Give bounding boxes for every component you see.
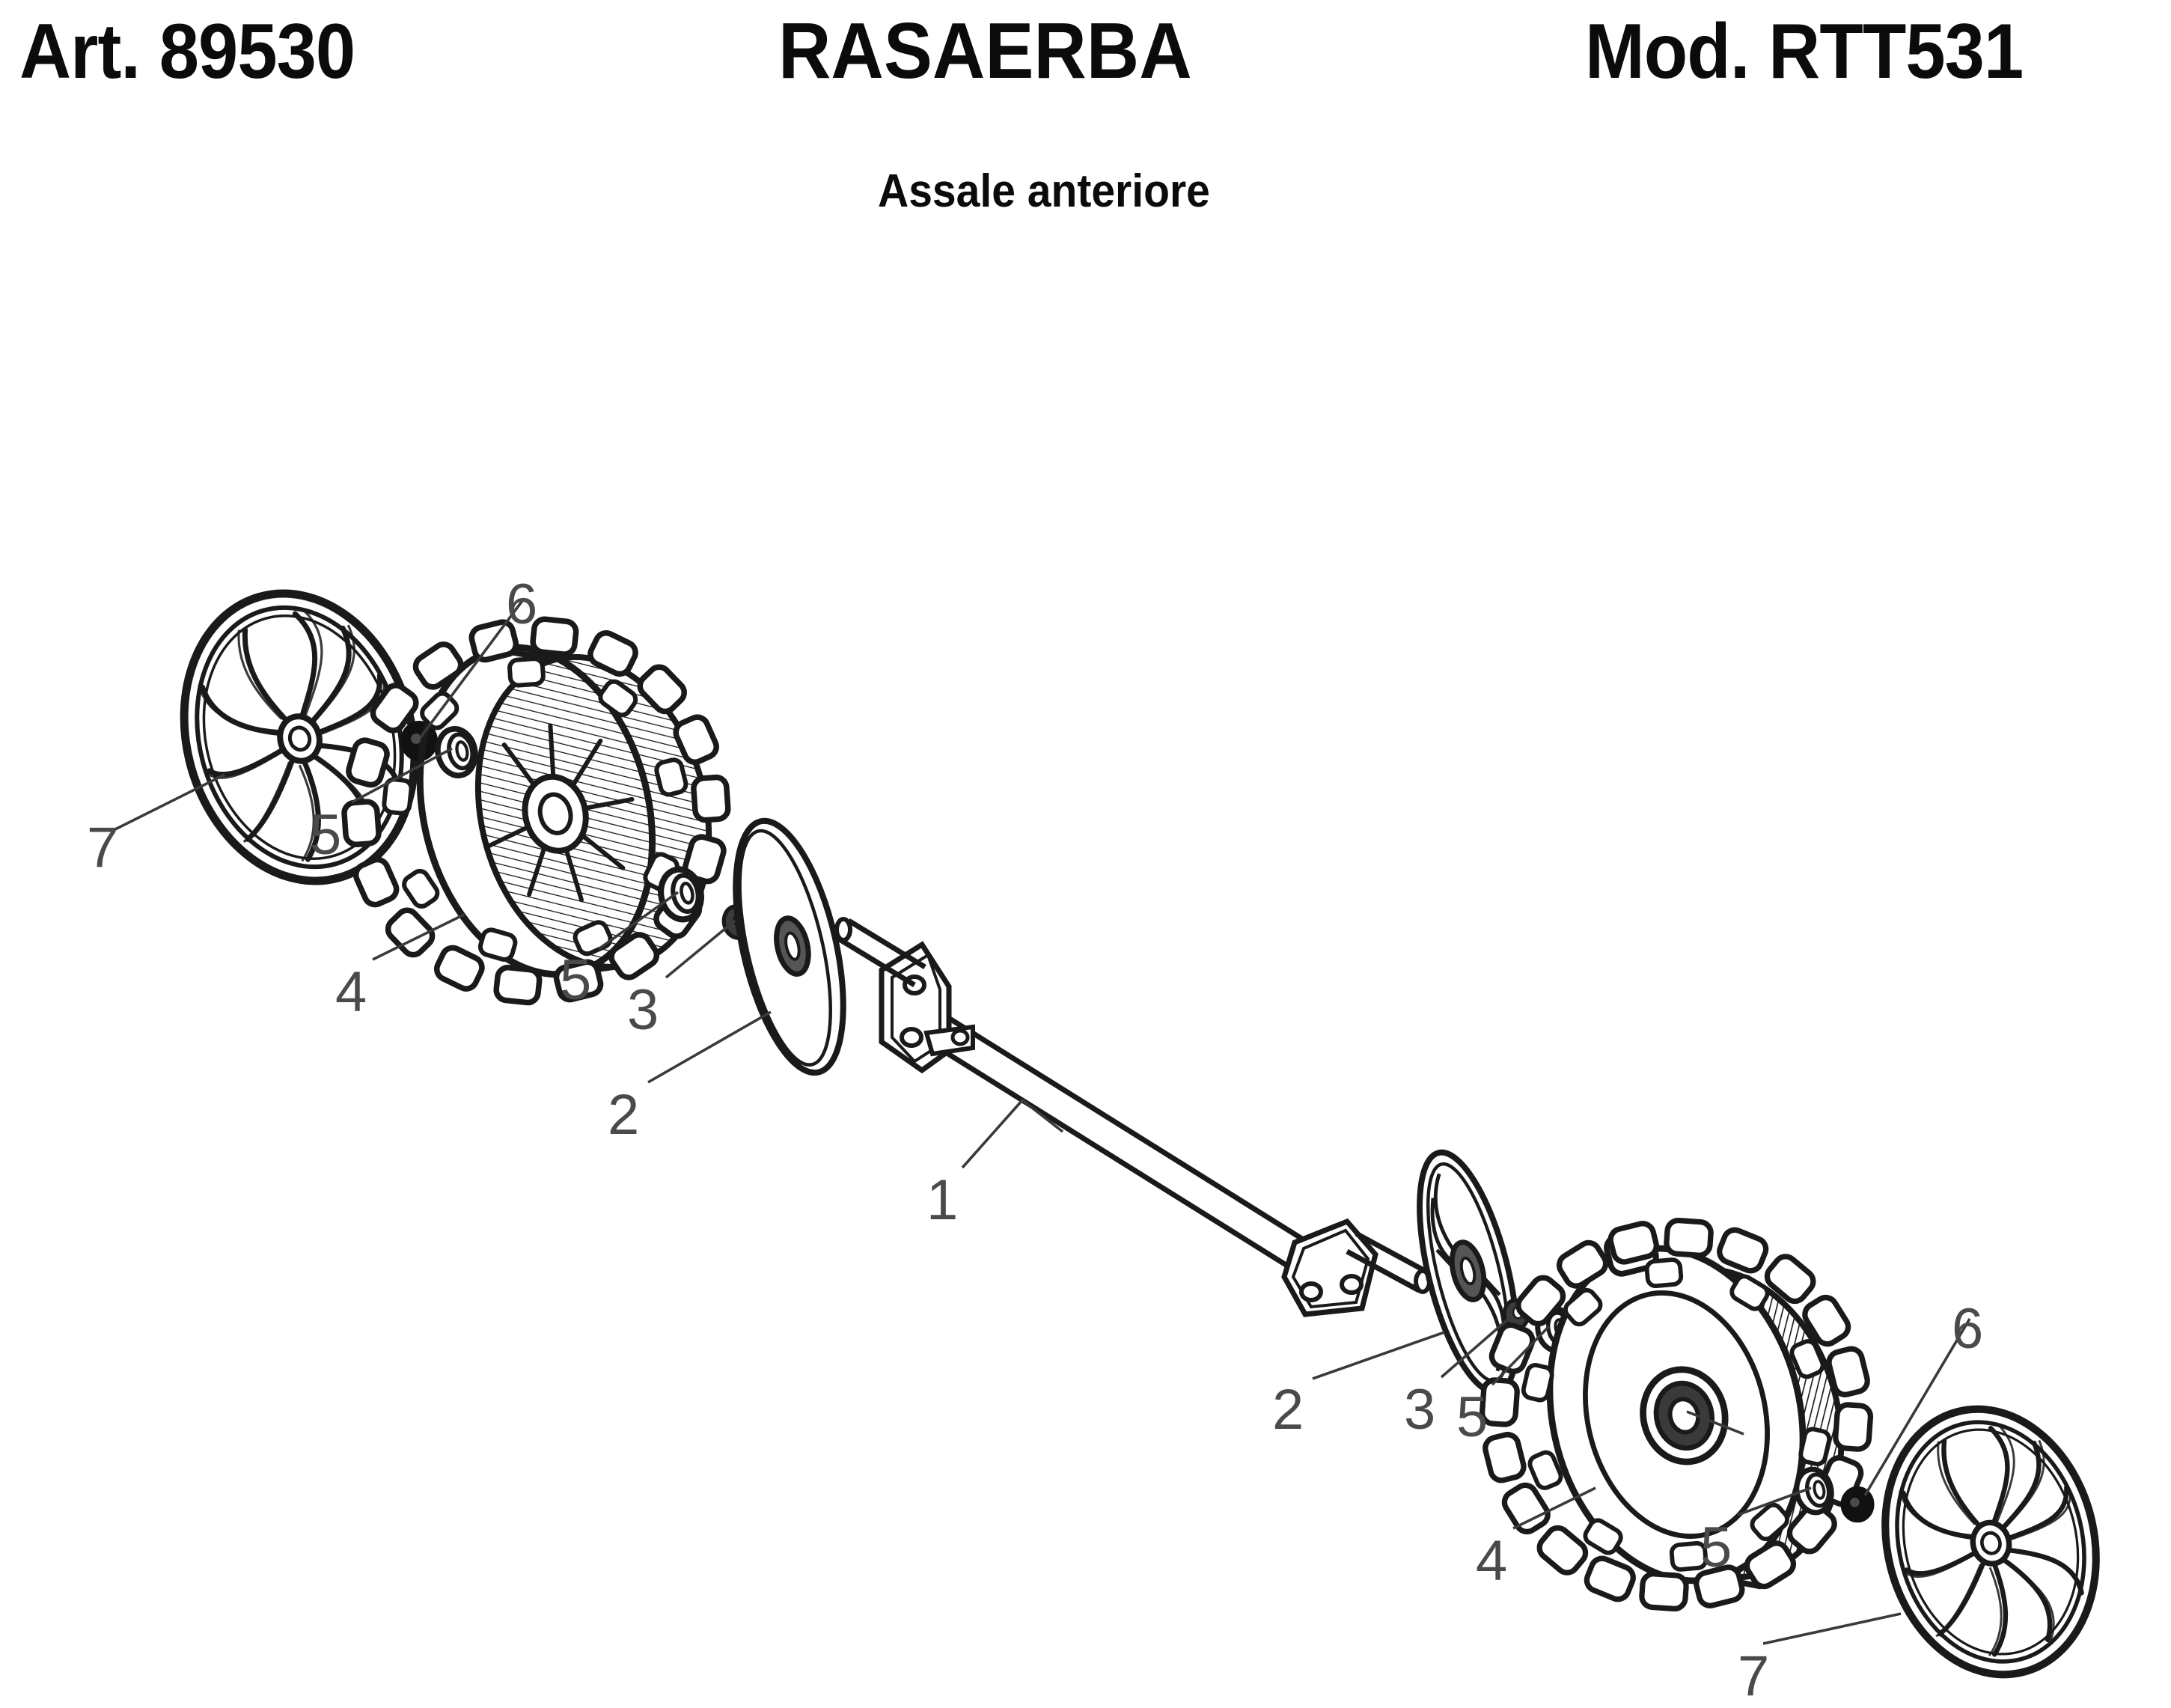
model-number: Mod. RTT531 — [1585, 8, 2024, 95]
callout-7-hubcap-left: 7 — [87, 816, 119, 879]
leader-hub-right — [1686, 1410, 1744, 1436]
callout-5-bushing-right-inner: 5 — [1456, 1385, 1488, 1449]
product-title: RASAERBA — [778, 7, 1192, 95]
callout-2-wheel-plate-right: 2 — [1272, 1378, 1304, 1442]
leader-5-right-outer — [1737, 1486, 1812, 1516]
leader-6-right — [1863, 1318, 1971, 1496]
left-wheel-assembly — [151, 566, 864, 1082]
leader-7-left — [112, 773, 225, 832]
callout-3-pin-right: 3 — [1404, 1378, 1436, 1442]
leader-6-left — [419, 597, 525, 739]
leader-2-right — [1312, 1331, 1445, 1380]
leader-5-right-inner — [1491, 1325, 1551, 1386]
wheel-plate-left-shape — [715, 811, 864, 1082]
leader-3-left — [665, 919, 736, 979]
callout-6-hub-cap-screw-right: 6 — [1952, 1297, 1984, 1361]
tire-right-shape — [1441, 1180, 1911, 1650]
callout-5-bushing-left-outer: 5 — [310, 803, 342, 867]
leader-5-left-outer — [351, 747, 453, 804]
leader-5-left-inner — [597, 891, 680, 951]
leader-2-left — [647, 1010, 772, 1084]
callout-1-front-axle: 1 — [926, 1168, 959, 1232]
article-number: Art. 89530 — [19, 8, 355, 95]
leader-3-right — [1440, 1316, 1512, 1379]
assembly-subtitle: Assale anteriore — [878, 165, 1210, 217]
front-axle-part — [834, 917, 1432, 1317]
callout-4-tire-left: 4 — [335, 960, 367, 1024]
leader-1-axle — [961, 1098, 1064, 1169]
callout-7-hubcap-right: 7 — [1738, 1644, 1770, 1708]
callout-4-tire-right: 4 — [1476, 1529, 1508, 1593]
callout-3-pin-left: 3 — [627, 978, 659, 1042]
right-wheel-assembly — [1400, 1143, 2123, 1697]
leader-4-right — [1512, 1486, 1596, 1530]
callout-5-bushing-right-outer: 5 — [1700, 1516, 1732, 1579]
diagram-header: Art. 89530 RASAERBA Mod. RTT531 Assale a… — [0, 0, 2171, 247]
callout-6-hub-cap-screw-left: 6 — [506, 573, 538, 636]
hubcap-right-shape — [1858, 1387, 2124, 1698]
leader-4-left — [372, 913, 465, 961]
leader-7-right — [1762, 1612, 1902, 1645]
leader-lines — [112, 597, 1971, 1645]
callout-2-wheel-plate-left: 2 — [608, 1083, 640, 1147]
callout-5-bushing-left-inner: 5 — [560, 948, 592, 1012]
